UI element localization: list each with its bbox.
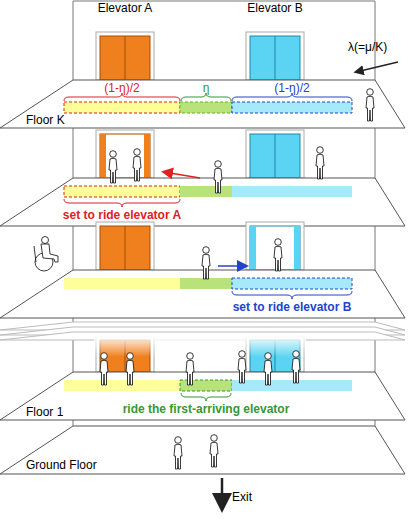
text-label: set to ride elevator A <box>63 208 181 223</box>
text-label: λ(=μ/K) <box>348 40 387 55</box>
text-label: Exit <box>232 490 252 505</box>
text-label: (1-η)/2 <box>274 81 309 96</box>
text-label: Ground Floor <box>26 458 97 473</box>
text-label: Elevator B <box>244 1 306 16</box>
text-label: Floor K <box>26 113 65 128</box>
text-label: set to ride elevator B <box>233 300 352 315</box>
text-label: ride the first-arriving elevator <box>123 402 290 417</box>
text-label: Floor 1 <box>26 405 63 420</box>
text-label: Elevator A <box>94 1 156 16</box>
text-label: (1-η)/2 <box>104 81 139 96</box>
text-label: η <box>203 81 210 96</box>
